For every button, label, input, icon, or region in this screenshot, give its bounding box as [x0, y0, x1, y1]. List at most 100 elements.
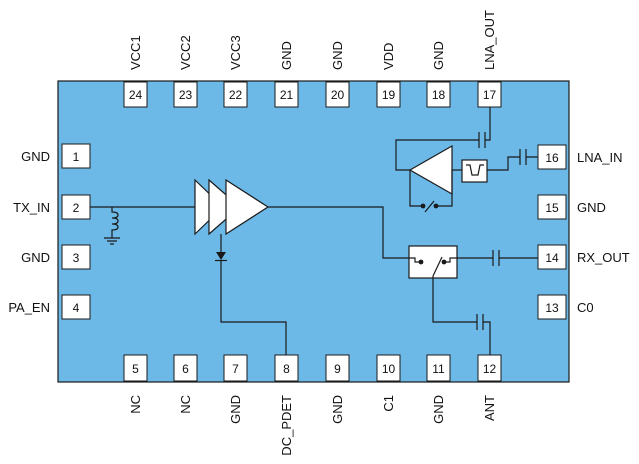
pin-number: 7 — [232, 362, 239, 376]
pin-14: 14 RX_OUT — [537, 244, 630, 270]
pin-12: 12 ANT — [477, 354, 502, 421]
ant-trace — [432, 276, 491, 355]
ant-capacitor — [476, 314, 484, 330]
pin-22: 22 VCC3 — [223, 35, 248, 108]
bandpass-filter — [461, 159, 488, 183]
lna-out-capacitor — [478, 132, 486, 148]
pin-box — [325, 354, 350, 382]
pin-label: PA_EN — [8, 300, 50, 315]
pin-7: 7 GND — [223, 354, 248, 424]
lna-in-trace — [487, 156, 538, 171]
amplifier-stage-2 — [208, 178, 241, 236]
pin-13: 13 C0 — [537, 294, 594, 320]
pin-number: 13 — [545, 301, 559, 315]
pin-label: RX_OUT — [577, 250, 630, 265]
tr-switch — [408, 245, 458, 279]
pa-output-trace — [268, 206, 409, 259]
filter-icon — [466, 164, 484, 176]
pin-label: LNA_OUT — [482, 10, 497, 70]
pin-box — [61, 244, 91, 270]
switch-lead-left — [409, 257, 421, 263]
bypass-lead-left — [409, 170, 422, 207]
pin-number: 1 — [73, 150, 80, 164]
chip-body — [57, 80, 570, 383]
pin-number: 21 — [280, 88, 294, 102]
pin-number: 10 — [382, 362, 396, 376]
amplifier-stage-3 — [225, 178, 270, 236]
bypass-contact-left — [420, 203, 426, 209]
pin-number: 12 — [483, 362, 497, 376]
pin-box — [537, 294, 567, 320]
power-amplifier — [194, 178, 270, 236]
pin-23: 23 VCC2 — [173, 35, 198, 108]
pin-label: C0 — [577, 300, 594, 315]
pin-4: 4 PA_EN — [8, 294, 91, 320]
pin-label: VCC3 — [228, 35, 243, 70]
pin-box — [376, 81, 401, 108]
pin-label: TX_IN — [13, 200, 50, 215]
detector-trace-to-pin — [220, 261, 287, 355]
pin-box — [426, 81, 451, 108]
lna-in-capacitor — [519, 149, 527, 165]
pin-number: 20 — [331, 88, 345, 102]
bypass-arm — [424, 200, 435, 213]
pin-label: VDD — [381, 43, 396, 70]
pin-label: NC — [128, 395, 143, 414]
pin-number: 22 — [229, 88, 243, 102]
lna-out-trace — [395, 107, 491, 171]
pin-19: 19 VDD — [376, 43, 401, 108]
pin-box — [325, 81, 350, 108]
pin-box — [274, 81, 299, 108]
pin-number: 3 — [73, 251, 80, 265]
pin-number: 8 — [283, 362, 290, 376]
pin-label: C1 — [381, 395, 396, 412]
pin-box — [223, 354, 248, 382]
lna-bypass-switch — [409, 170, 453, 213]
pin-box — [426, 354, 451, 382]
lna-block — [395, 107, 538, 213]
pin-box — [123, 81, 148, 108]
rx-out-path — [457, 250, 538, 266]
power-detector — [215, 234, 287, 355]
bypass-contact-right — [433, 203, 439, 209]
pin-label: GND — [431, 395, 446, 424]
pin-18: 18 GND — [426, 41, 451, 108]
bypass-lead-right — [437, 170, 453, 207]
pin-20: 20 GND — [325, 41, 350, 108]
pin-3: 3 GND — [21, 244, 91, 270]
pin-box — [537, 194, 567, 220]
ground-symbol — [104, 237, 120, 245]
pin-number: 9 — [334, 362, 341, 376]
pin-label: VCC2 — [178, 35, 193, 70]
pins-top: 24 VCC1 23 VCC2 22 VCC3 21 GND 20 GND 19… — [123, 10, 502, 108]
rx-out-capacitor — [492, 250, 500, 266]
pin-box — [61, 143, 91, 169]
pin-number: 16 — [545, 151, 559, 165]
pin-box — [173, 81, 198, 108]
pin-17: 17 LNA_OUT — [477, 10, 502, 108]
pin-number: 5 — [132, 362, 139, 376]
pin-box — [223, 81, 248, 108]
pin-15: 15 GND — [537, 194, 606, 220]
pin-label: GND — [330, 395, 345, 424]
pins-bottom: 5 NC 6 NC 7 GND 8 DC_PDET 9 GND 10 C1 — [123, 354, 502, 456]
pin-number: 6 — [182, 362, 189, 376]
pin-label: GND — [228, 395, 243, 424]
pin-label: GND — [431, 41, 446, 70]
pin-5: 5 NC — [123, 354, 148, 414]
pin-number: 19 — [382, 88, 396, 102]
pin-number: 11 — [432, 362, 445, 376]
pin-24: 24 VCC1 — [123, 35, 148, 108]
pin-box — [376, 354, 401, 382]
pin-label: GND — [21, 149, 50, 164]
pin-box — [173, 354, 198, 382]
pin-label: ANT — [482, 395, 497, 421]
pin-11: 11 GND — [426, 354, 451, 424]
pin-label: DC_PDET — [279, 395, 294, 456]
pin-9: 9 GND — [325, 354, 350, 424]
pin-label: VCC1 — [128, 35, 143, 70]
pin-box — [537, 244, 567, 270]
pin-21: 21 GND — [274, 41, 299, 108]
pin-number: 14 — [545, 251, 559, 265]
